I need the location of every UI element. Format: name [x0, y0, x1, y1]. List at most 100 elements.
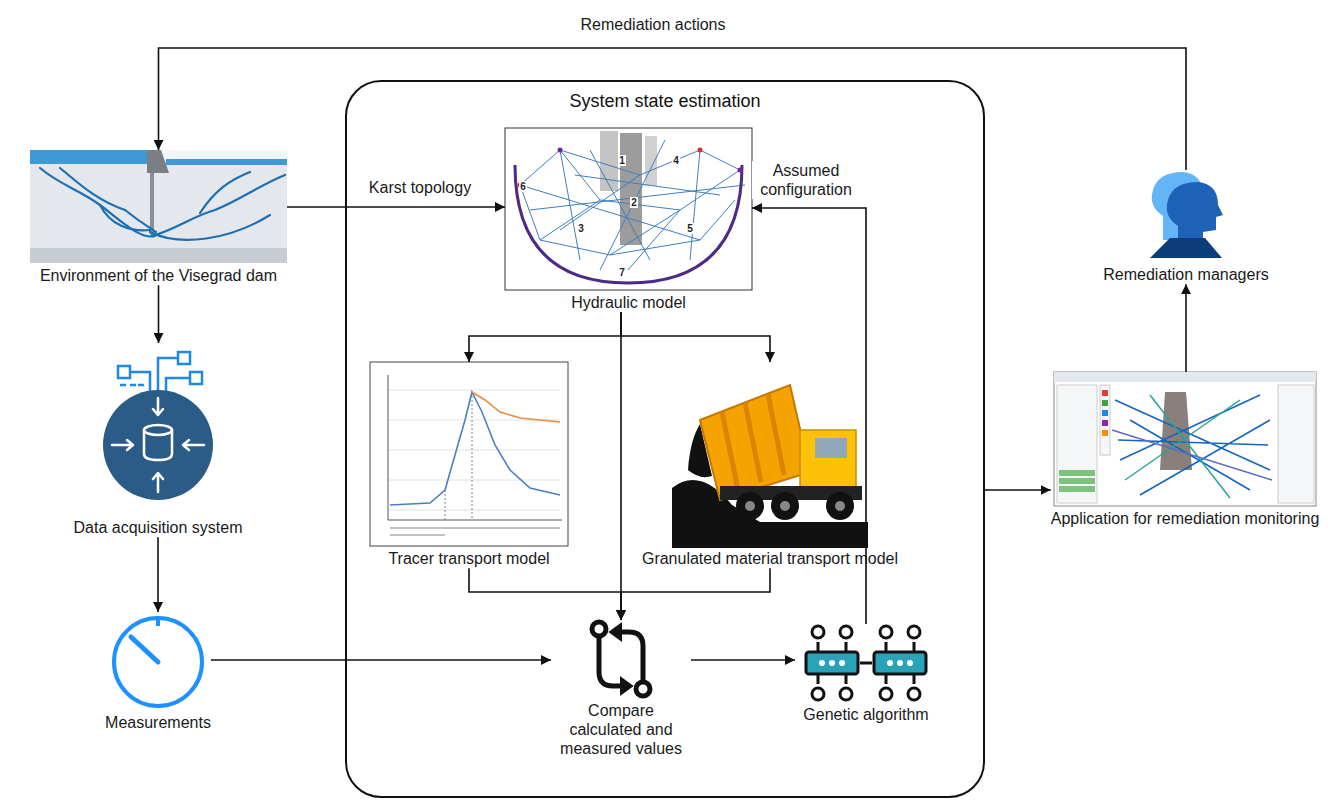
data-acquisition-icon-part-part	[120, 384, 144, 387]
hydraulic-model-picture-part	[600, 131, 618, 191]
connector-arrow	[1185, 284, 1187, 372]
dump-truck-picture-part	[826, 492, 854, 520]
genetic-algorithm-icon-part-part	[818, 675, 914, 684]
dam-environment-picture-part-part	[152, 175, 285, 236]
node-caption: Data acquisition system	[74, 515, 243, 537]
connector-arrow	[469, 568, 621, 620]
hydraulic-model-picture-part	[738, 168, 743, 173]
genetic-algorithm-icon	[806, 626, 926, 700]
connector-arrow	[621, 312, 770, 362]
genetic-algorithm-icon-part-part	[840, 626, 852, 638]
managers-icon-part	[1150, 238, 1222, 258]
application-screenshot-part	[1054, 372, 1316, 506]
compare-icon-part	[621, 678, 632, 694]
application-screenshot-part	[1057, 385, 1097, 503]
connector-label: Assumed configuration	[752, 161, 860, 199]
application-screenshot-part	[1160, 392, 1192, 470]
dam-environment-picture-part	[166, 159, 287, 165]
application-screenshot-part	[1115, 395, 1270, 495]
dam-environment-picture-part-part	[150, 215, 270, 240]
dump-truck-picture-part	[700, 385, 810, 500]
dump-truck-picture-part	[780, 501, 790, 511]
compare-icon-part	[610, 624, 621, 640]
genetic-algorithm-icon-part-part	[907, 660, 913, 666]
dump-truck-picture	[672, 385, 868, 548]
genetic-algorithm-node: Genetic algorithm	[795, 624, 937, 724]
application-screenshot-part	[1112, 430, 1272, 480]
application-screenshot-part	[1102, 400, 1108, 406]
tracer-chart-picture-part	[370, 362, 568, 546]
tracer-model-node: Tracer transport model	[370, 362, 568, 568]
genetic-algorithm-icon-part-part	[819, 660, 825, 666]
dump-truck-picture-part	[835, 501, 845, 511]
application-screenshot-part	[1054, 372, 1316, 382]
node-caption: Genetic algorithm	[803, 702, 928, 724]
connector-arrow	[287, 206, 505, 208]
managers-icon	[1150, 172, 1223, 258]
genetic-algorithm-icon-part-part	[812, 626, 824, 638]
genetic-algorithm-icon-part-part	[839, 660, 845, 666]
connector-arrow	[621, 568, 770, 620]
callout-number: 6	[519, 181, 527, 192]
data-acquisition-icon	[103, 352, 213, 500]
measurements-node: Measurements	[105, 612, 211, 732]
application-node: Application for remediation monitoring	[1051, 372, 1320, 528]
connector-label: Karst topology	[367, 178, 473, 197]
tracer-chart-picture-part	[390, 392, 560, 505]
application-screenshot-part	[1102, 390, 1108, 396]
data-acquisition-icon-part	[103, 390, 213, 500]
hydraulic-model-picture-part	[515, 165, 742, 283]
data-acquisition-icon-part-part	[118, 366, 130, 378]
genetic-algorithm-icon-part-part	[880, 626, 892, 638]
data-acquisition-icon-part-part	[112, 440, 133, 450]
gauge-icon	[114, 618, 202, 706]
dump-truck-picture-part	[745, 501, 755, 511]
dam-environment-picture-part-part	[200, 172, 250, 213]
callout-number: 1	[618, 155, 626, 166]
dam-environment-picture-part	[30, 150, 287, 263]
hydraulic-model-picture-part	[505, 128, 752, 290]
gauge-icon-part	[131, 637, 158, 662]
tracer-chart-picture-part	[388, 390, 560, 510]
genetic-algorithm-icon-part-part	[818, 642, 914, 651]
connector-arrow	[620, 312, 622, 620]
callout-number: 7	[618, 267, 626, 278]
compare-node: Compare calculated and measured values	[551, 620, 691, 759]
dump-truck-picture-part	[771, 492, 799, 520]
environment-picture-node: Environment of the Visegrad dam	[30, 150, 287, 285]
hydraulic-model-picture	[505, 128, 752, 290]
genetic-algorithm-icon-part	[806, 652, 858, 674]
genetic-algorithm-icon-part-part	[829, 660, 835, 666]
node-caption: Environment of the Visegrad dam	[40, 263, 277, 285]
genetic-algorithm-icon-part-part	[908, 626, 920, 638]
node-caption: Application for remediation monitoring	[1051, 506, 1320, 528]
data-acquisition-icon-part-part	[190, 372, 202, 384]
genetic-algorithm-icon-part-part	[840, 688, 852, 700]
genetic-algorithm-icon-part-part	[880, 688, 892, 700]
tracer-chart-picture-part	[472, 392, 560, 422]
genetic-algorithm-icon-part-part	[812, 688, 824, 700]
dump-truck-picture-part	[815, 438, 847, 458]
hydraulic-model-picture-part	[698, 148, 703, 153]
gauge-icon-part	[156, 618, 160, 626]
connector-arrow	[691, 659, 795, 661]
callout-number: 4	[672, 155, 680, 166]
genetic-algorithm-icon-part	[819, 660, 913, 666]
dump-truck-picture-part	[736, 492, 764, 520]
compare-icon-part	[592, 622, 606, 636]
connector-arrow	[157, 537, 159, 612]
application-screenshot	[1054, 372, 1316, 506]
genetic-algorithm-icon-part-part	[897, 660, 903, 666]
callout-number: 2	[630, 197, 638, 208]
data-acquisition-icon-part-part	[144, 430, 172, 460]
genetic-algorithm-icon-part	[874, 652, 926, 674]
application-screenshot-part	[1100, 385, 1110, 455]
granulated-model-node: Granulated material transport model	[642, 362, 898, 568]
dump-truck-picture-part	[800, 430, 856, 488]
tracer-chart-picture-part	[390, 528, 560, 535]
connector-arrow	[158, 285, 160, 343]
application-screenshot-part	[1102, 430, 1108, 436]
dam-environment-picture-part	[30, 162, 287, 250]
application-screenshot-part	[1125, 395, 1240, 498]
